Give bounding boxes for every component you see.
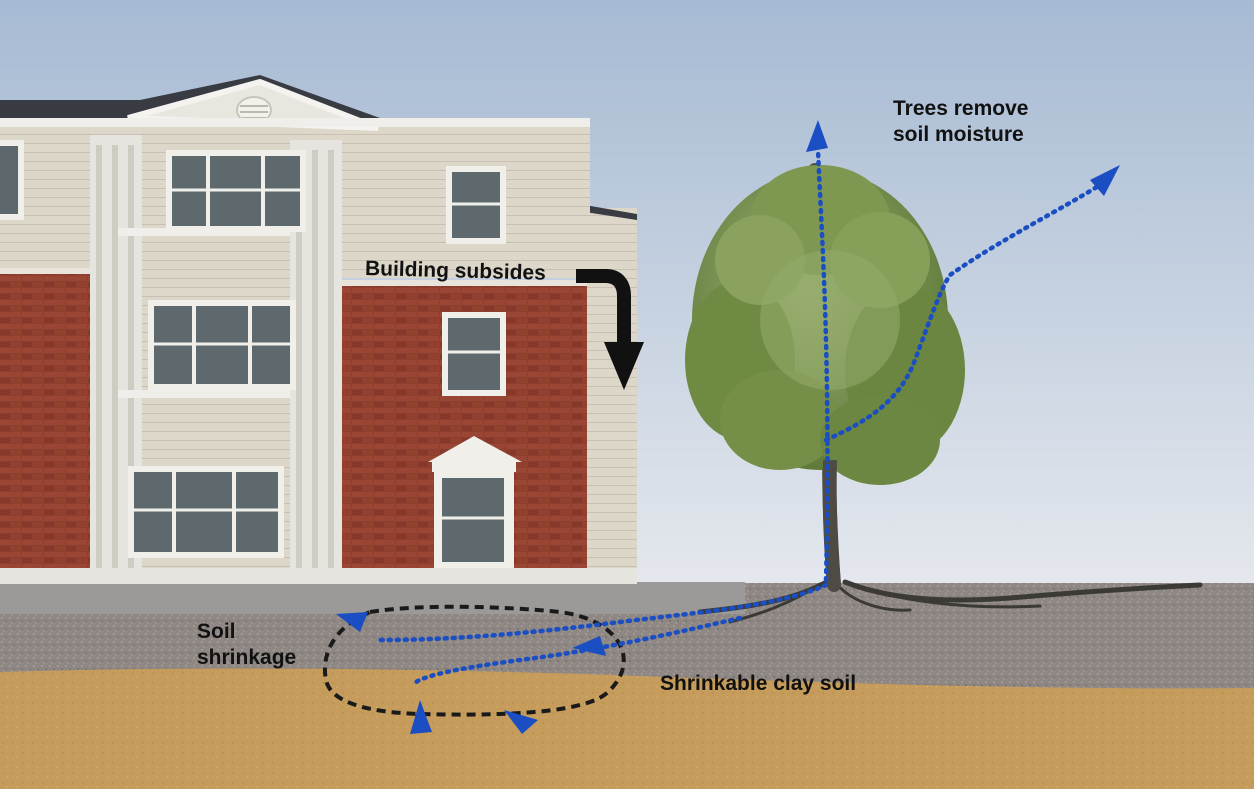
tree-trunk-lower (822, 459, 841, 586)
window-with-pediment (428, 436, 522, 570)
sidewalk (0, 582, 745, 614)
moisture-flow-paths (377, 147, 1103, 687)
building-side-wall (585, 208, 637, 584)
blue-triangle-arrow-icon (572, 636, 606, 656)
window (446, 166, 506, 244)
soil-label-line1: Soil (197, 620, 236, 643)
blue-triangle-arrow-icon (336, 612, 368, 632)
window (166, 150, 306, 232)
trees-label-line1: Trees remove (893, 97, 1029, 120)
building (0, 75, 637, 584)
building-base (0, 568, 637, 584)
window (0, 140, 24, 220)
soil-shrinkage-outline (323, 604, 626, 717)
window (148, 300, 296, 390)
bent-down-arrow-icon (576, 269, 644, 390)
blue-triangle-arrow-icon (410, 700, 432, 734)
clay-soil-layer (0, 668, 1254, 789)
window (128, 466, 284, 558)
soil-label-line2: shrinkage (197, 646, 297, 670)
side-roof (585, 205, 637, 220)
trees-remove-moisture-label: Trees remove soil moisture (893, 96, 1123, 149)
soil-shrinkage-label: Soil shrinkage (197, 619, 337, 672)
blue-triangle-arrow-icon (1090, 165, 1120, 196)
window (442, 312, 506, 396)
blue-triangle-arrow-icon (504, 710, 538, 734)
building-subsides-label: Building subsides (364, 257, 547, 285)
shrinkable-clay-soil-label: Shrinkable clay soil (660, 672, 857, 695)
flow-arrowheads (336, 120, 1120, 734)
tree-canopy (685, 165, 965, 485)
trees-label-line2: soil moisture (893, 123, 1024, 147)
blue-triangle-arrow-icon (806, 120, 828, 152)
